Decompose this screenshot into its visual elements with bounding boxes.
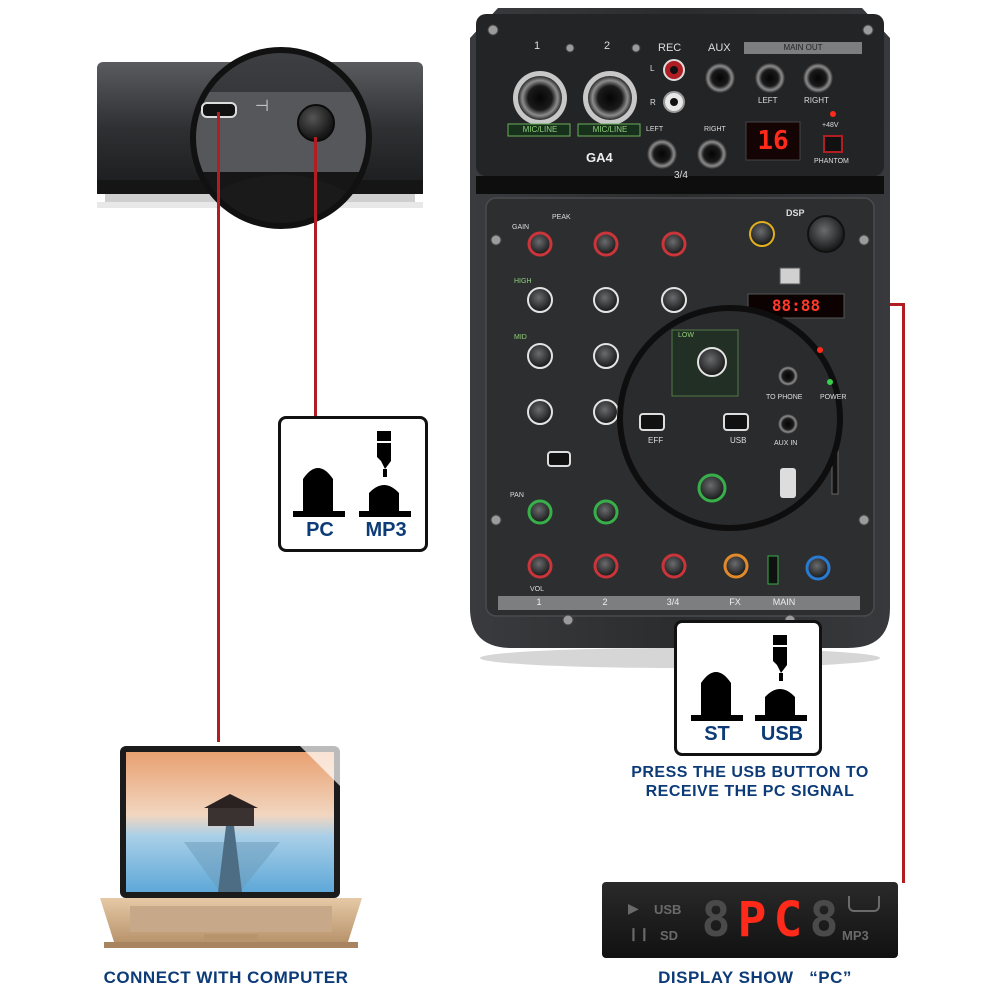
pc-mp3-button[interactable] <box>297 104 335 142</box>
laptop-icon <box>100 746 362 948</box>
high-label: HIGH <box>514 278 532 285</box>
switch-states-icon-2 <box>691 635 807 721</box>
phantom-sub-label: +48V <box>822 122 839 129</box>
mixer-panel <box>470 8 890 668</box>
preset-display: 16 <box>757 126 789 156</box>
aux-in-label: AUX IN <box>774 440 798 447</box>
phantom-label: PHANTOM <box>814 158 849 165</box>
channel-label-1: 1 <box>536 597 542 607</box>
micline-label-2: MIC/LINE <box>592 125 628 134</box>
rec-l-label: L <box>650 64 655 73</box>
ch2-number: 2 <box>604 40 611 52</box>
usb-symbol-icon: ⊣ <box>255 98 269 115</box>
peak-label: PEAK <box>552 214 571 221</box>
channel-label-34: 3/4 <box>666 597 680 607</box>
side-magnifier <box>185 42 377 234</box>
usb-mode-label: USB <box>730 436 747 445</box>
display-leader-v <box>902 303 905 883</box>
left-small-label: LEFT <box>646 126 664 133</box>
display-digit-c: C <box>773 892 803 948</box>
mixer-top-view: 1 2 MIC/LINE MIC/LINE REC L R AUX MAIN O… <box>468 8 892 668</box>
gain-label: GAIN <box>512 224 530 231</box>
eff-label: EFF <box>648 436 664 445</box>
pan-label: PAN <box>510 492 524 499</box>
channel-knobs <box>527 231 839 585</box>
main-out-label: MAIN OUT <box>783 43 823 52</box>
usb-label: USB <box>760 723 804 745</box>
input-34-label: 3/4 <box>674 170 688 181</box>
low-label: LOW <box>678 332 694 339</box>
st-usb-switch-diagram: ST USB <box>674 620 822 756</box>
pause-icon: ❙❙ <box>628 926 650 941</box>
right-small-label: RIGHT <box>704 126 726 133</box>
power-label: POWER <box>820 394 847 401</box>
usb-indicator: USB <box>654 902 682 917</box>
mp3-label: MP3 <box>365 519 407 541</box>
repeat-icon <box>848 896 880 912</box>
ch1-number: 1 <box>534 40 541 52</box>
led-display-main: 88:88 <box>771 296 821 315</box>
vol-label: VOL <box>530 586 545 593</box>
rec-label: REC <box>658 42 682 54</box>
rec-r-label: R <box>650 98 656 107</box>
dsp-label: DSP <box>786 208 805 218</box>
display-digit-p: P <box>737 892 767 948</box>
to-phone-label: TO PHONE <box>766 394 803 401</box>
model-label: GA4 <box>586 150 613 165</box>
display-digit-1: 8 <box>701 892 731 948</box>
aux-label: AUX <box>708 42 731 54</box>
button-leader-line <box>314 137 317 417</box>
display-digit-4: 8 <box>809 892 839 948</box>
right-label: RIGHT <box>804 96 829 105</box>
channel-label-2: 2 <box>602 597 608 607</box>
micline-label-1: MIC/LINE <box>522 125 558 134</box>
xlr-jacks <box>513 71 637 125</box>
left-label: LEFT <box>758 96 778 105</box>
finger-press-icon <box>377 431 391 477</box>
pc-label: PC <box>306 519 334 541</box>
mp3-indicator: MP3 <box>842 928 869 943</box>
connect-caption: CONNECT WITH COMPUTER <box>103 968 349 987</box>
laptop-illustration <box>100 742 362 960</box>
mid-label: MID <box>514 334 527 341</box>
usb-cable-line <box>217 112 220 742</box>
switch-states-icon <box>293 431 411 517</box>
play-icon: ▶ <box>628 900 639 916</box>
st-label: ST <box>704 723 730 745</box>
pc-mp3-switch-diagram: PC MP3 <box>278 416 428 552</box>
display-show-caption: DISPLAY SHOW “PC” <box>658 968 852 987</box>
display-panel: ▶ ❙❙ USB SD 8 P C 8 MP3 <box>602 882 898 958</box>
usb-instruction-caption: PRESS THE USB BUTTON TO RECEIVE THE PC S… <box>631 764 869 800</box>
channel-label-main: MAIN <box>772 597 796 607</box>
finger-press-icon-2 <box>773 635 787 681</box>
channel-label-fx: FX <box>729 597 741 607</box>
sd-indicator: SD <box>660 928 679 943</box>
